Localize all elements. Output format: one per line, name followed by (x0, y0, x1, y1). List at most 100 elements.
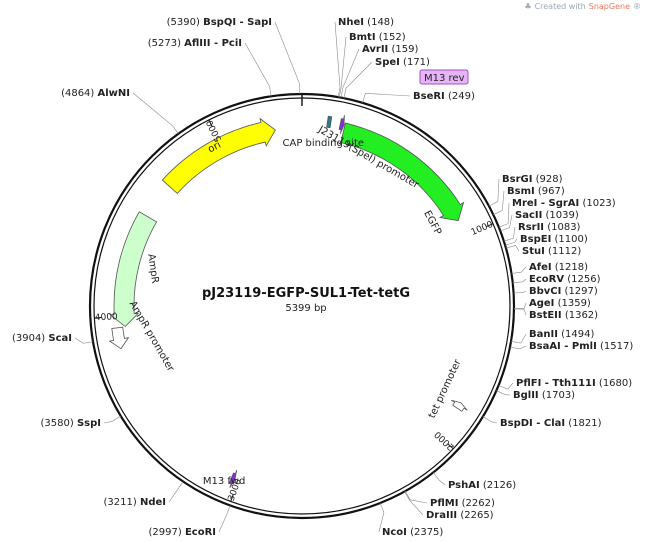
site-bseri-name: BseRI (413, 91, 445, 102)
site-ecorv-position: (1256) (564, 274, 601, 285)
site-banii-position: (1494) (558, 329, 595, 340)
site-bbvci-leader (513, 290, 527, 294)
tick-mark-5000 (208, 119, 213, 127)
feature-label-cap-binding-site: CAP binding site (283, 138, 365, 149)
site-pshai-position: (2126) (480, 480, 517, 491)
site-bglii-name: BglII (513, 390, 539, 401)
site-bseri[interactable]: BseRI (249) (413, 91, 475, 102)
site-banii[interactable]: BanII (1494) (529, 329, 594, 340)
feature-label-egfp: EGFP (421, 209, 443, 237)
site-sacii-position: (1039) (542, 210, 579, 221)
site-ecorv-leader (512, 278, 527, 284)
site-spei[interactable]: SpeI (171) (375, 57, 430, 68)
site-bseri-position: (249) (445, 91, 475, 102)
site-alwni[interactable]: (4864) AlwNI (61, 88, 130, 99)
feature-j23119-spei-promoter[interactable] (338, 115, 345, 134)
site-ncoi-name: NcoI (382, 527, 407, 538)
site-bmti[interactable]: BmtI (152) (349, 32, 406, 43)
site-bspei-leader (505, 238, 518, 246)
site-bspei-position: (1100) (551, 234, 588, 245)
site-sspi-position: (3580) (41, 418, 77, 429)
site-bspdi-clai[interactable]: BspDI - ClaI (1821) (500, 418, 602, 429)
feature-arrows (108, 115, 468, 488)
feature-egfp[interactable] (340, 122, 465, 222)
site-scai[interactable]: (3904) ScaI (12, 333, 72, 344)
tick-mark-1000 (486, 223, 494, 227)
site-afei-position: (1218) (552, 262, 589, 273)
site-bsmi-leader (493, 190, 505, 215)
site-ecorv[interactable]: EcoRV (1256) (529, 274, 601, 285)
feature-tet-promoter[interactable] (451, 399, 468, 412)
site-bsteii[interactable]: BstEII (1362) (529, 310, 598, 321)
site-avrii[interactable]: AvrII (159) (362, 44, 418, 55)
site-afei-leader (511, 266, 527, 274)
site-afei-name: AfeI (529, 262, 552, 273)
tick-label-4000: 4000 (95, 312, 119, 323)
site-ecori-leader (218, 505, 231, 533)
site-bsrgi-position: (928) (532, 174, 562, 185)
feature-cap-binding-site[interactable] (326, 115, 333, 129)
feature-m13-fwd[interactable] (228, 469, 238, 488)
site-bspei-name: BspEI (520, 234, 551, 245)
site-bsmi-position: (967) (535, 186, 565, 197)
site-alwni-leader (132, 92, 179, 134)
site-mrei-sgrai[interactable]: MreI - SgrAI (1023) (512, 198, 616, 209)
site-bmti-name: BmtI (349, 32, 376, 43)
site-ecori-position: (2997) (149, 527, 185, 538)
site-pflfi-tth111i-name: PflFI - Tth111I (516, 378, 596, 389)
site-afliii-pcii[interactable]: (5273) AflIII - PciI (148, 38, 242, 49)
site-sacii[interactable]: SacII (1039) (515, 210, 579, 221)
site-afei[interactable]: AfeI (1218) (529, 262, 588, 273)
site-ncoi[interactable]: NcoI (2375) (382, 527, 443, 538)
plasmid-size: 5399 bp (285, 303, 326, 314)
site-scai-leader (74, 337, 94, 344)
tick-label-5000: 5000 (205, 118, 224, 143)
site-bspqi-sapi[interactable]: (5390) BspQI - SapI (167, 17, 272, 28)
site-bmti-leader (339, 36, 347, 98)
site-stui-name: StuI (522, 246, 545, 257)
site-bsaai-pmli[interactable]: BsaAI - PmlI (1517) (529, 341, 633, 352)
site-rsrii[interactable]: RsrII (1083) (518, 222, 581, 233)
site-draiii[interactable]: DraIII (2265) (426, 510, 494, 521)
site-pflmi[interactable]: PflMI (2262) (430, 498, 495, 509)
site-bspqi-sapi-leader (274, 21, 301, 95)
site-bsrgi[interactable]: BsrGI (928) (502, 174, 563, 185)
site-bspdi-clai-name: BspDI - ClaI (500, 418, 565, 429)
site-stui[interactable]: StuI (1112) (522, 246, 581, 257)
site-pflfi-tth111i-leader (498, 382, 514, 390)
site-bglii[interactable]: BglII (1703) (513, 390, 575, 401)
site-pflfi-tth111i[interactable]: PflFI - Tth111I (1680) (516, 378, 632, 389)
site-pshai[interactable]: PshAI (2126) (448, 480, 516, 491)
site-draiii-leader (404, 491, 424, 516)
site-bbvci[interactable]: BbvCI (1297) (529, 286, 598, 297)
site-ecori[interactable]: (2997) EcoRI (149, 527, 217, 538)
feature-ampr-promoter[interactable] (108, 326, 130, 350)
site-ecori-name: EcoRI (185, 527, 216, 538)
site-agei-name: AgeI (529, 298, 554, 309)
site-agei[interactable]: AgeI (1359) (529, 298, 591, 309)
site-spei-position: (171) (400, 57, 430, 68)
feature-ampr[interactable] (109, 211, 158, 328)
feature-label-tet-promoter: tet promoter (427, 357, 464, 420)
primer-m13-rev[interactable]: M13 rev (419, 69, 469, 85)
site-bsaai-pmli-name: BsaAI - PmlI (529, 341, 597, 352)
site-bsaai-pmli-position: (1517) (597, 341, 634, 352)
site-bspei[interactable]: BspEI (1100) (520, 234, 588, 245)
site-ndei[interactable]: (3211) NdeI (104, 497, 166, 508)
feature-ori[interactable] (161, 117, 276, 195)
site-sspi[interactable]: (3580) SspI (41, 418, 101, 429)
site-bbvci-name: BbvCI (529, 286, 561, 297)
site-bseri-leader (362, 92, 411, 103)
site-bglii-position: (1703) (539, 390, 576, 401)
site-nhei[interactable]: NheI (148) (338, 17, 394, 28)
m13-rev-box (419, 69, 469, 85)
site-afliii-pcii-position: (5273) (148, 38, 184, 49)
site-bmti-position: (152) (376, 32, 406, 43)
site-mrei-sgrai-position: (1023) (579, 198, 616, 209)
site-pflmi-leader (405, 490, 428, 504)
watermark-mark: ® (633, 2, 641, 11)
watermark-brand: SnapGene (588, 2, 630, 11)
site-bsmi[interactable]: BsmI (967) (507, 186, 565, 197)
site-pflmi-name: PflMI (430, 498, 458, 509)
site-afliii-pcii-leader (244, 42, 272, 97)
